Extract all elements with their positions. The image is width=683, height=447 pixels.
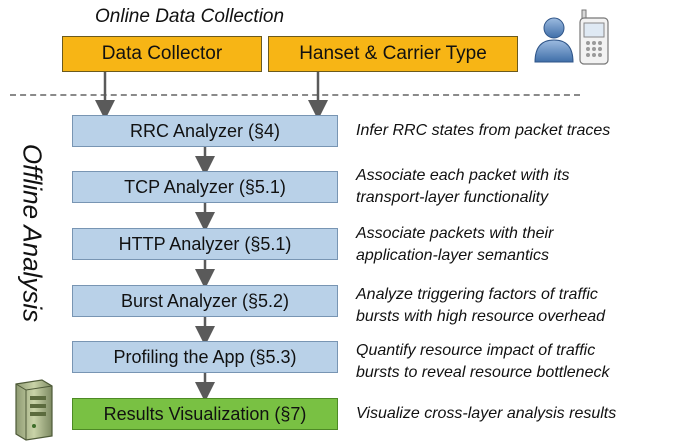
handset-carrier-box: Hanset & Carrier Type — [268, 36, 518, 72]
http-analyzer-box: HTTP Analyzer (§5.1) — [72, 228, 338, 260]
rrc-analyzer-box: RRC Analyzer (§4) — [72, 115, 338, 147]
tcp-analyzer-desc: Associate each packet with its transport… — [356, 167, 570, 206]
burst-analyzer-desc: Analyze triggering factors of traffic bu… — [356, 286, 606, 325]
data-collector-box: Data Collector — [62, 36, 262, 72]
phone-icon — [579, 9, 609, 65]
profiling-app-desc: Quantify resource impact of traffic burs… — [356, 342, 610, 381]
profiling-app-box: Profiling the App (§5.3) — [72, 341, 338, 373]
rrc-analyzer-desc: Infer RRC states from packet traces — [356, 122, 611, 139]
server-icon — [15, 379, 53, 441]
online-offline-separator — [10, 94, 580, 96]
results-visualization-box: Results Visualization (§7) — [72, 398, 338, 430]
http-analyzer-desc: Associate packets with their application… — [356, 225, 554, 264]
results-visualization-desc: Visualize cross-layer analysis results — [356, 405, 617, 422]
online-collection-title: Online Data Collection — [95, 6, 285, 27]
user-icon — [534, 17, 574, 63]
burst-analyzer-box: Burst Analyzer (§5.2) — [72, 285, 338, 317]
tcp-analyzer-box: TCP Analyzer (§5.1) — [72, 171, 338, 203]
